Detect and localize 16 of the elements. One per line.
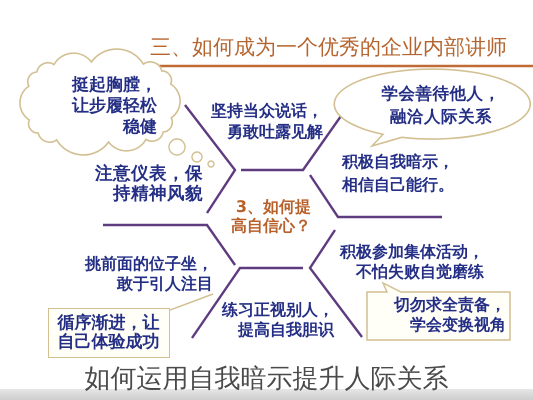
tip-text: 积极参加集体活动，不怕失败自觉磨练 <box>338 242 484 282</box>
cloud-text: 挺起胸膛，让步履轻松稳健 <box>70 75 157 138</box>
tip-text: 坚持当众说话，勇敢吐露见解 <box>210 100 323 142</box>
callout-text: 循序渐进，让自己体验成功 <box>56 314 160 352</box>
bubble-text: 学会善待他人，融洽人际关系 <box>380 83 502 128</box>
caption: 如何运用自我暗示提升人际关系 <box>84 365 450 393</box>
leader-line <box>170 293 214 311</box>
callout-box <box>365 281 512 342</box>
tip-text: 挑前面的位子坐，敢于引人注目 <box>76 254 213 294</box>
title: 三、如何成为一个优秀的企业内部讲师 <box>150 35 507 59</box>
callout-text: 切勿求全责备，学会变换视角 <box>392 295 506 335</box>
tip-text: 注意仪表，保持精神风貌 <box>94 164 203 204</box>
callout-box <box>48 308 170 358</box>
tip-text: 积极自我暗示，相信自己能行。 <box>340 151 454 196</box>
center-heading: 3、如何提高自信心？ <box>230 197 311 235</box>
tip-text: 练习正视别人，提高自我胆识 <box>220 300 334 339</box>
